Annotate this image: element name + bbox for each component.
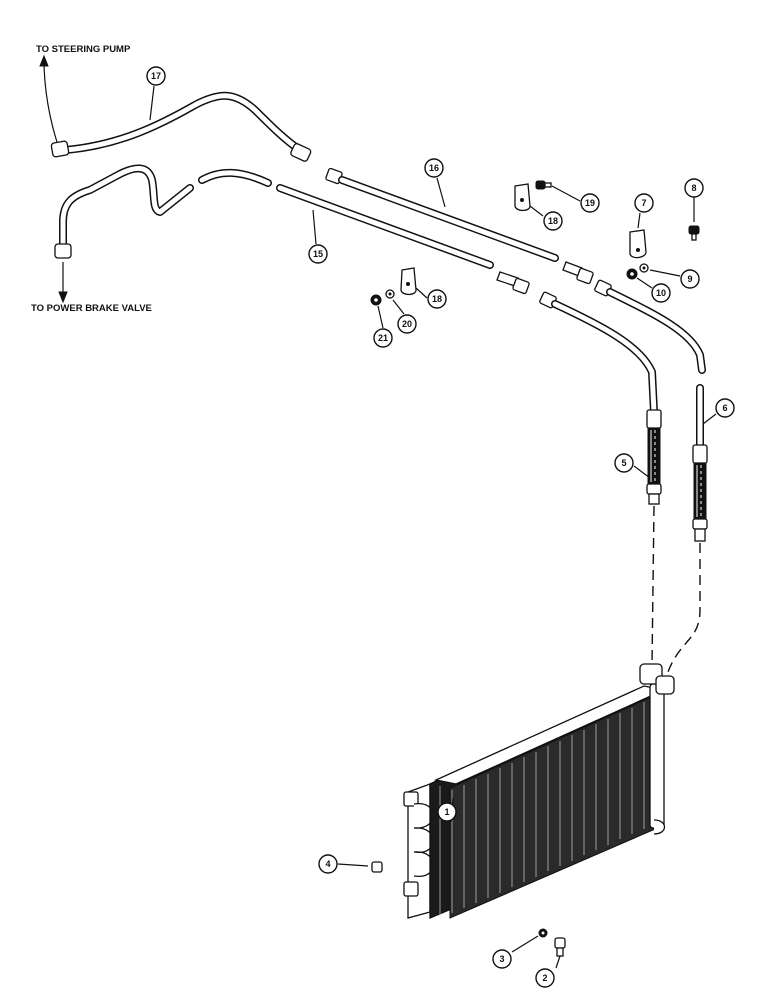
svg-text:3: 3 — [499, 954, 504, 964]
svg-text:8: 8 — [691, 183, 696, 193]
svg-text:16: 16 — [429, 163, 439, 173]
hose-5 — [646, 409, 662, 505]
callout-18-upper: 18 — [529, 205, 563, 231]
washer-20 — [385, 289, 395, 299]
svg-text:20: 20 — [402, 319, 412, 329]
callout-17: 17 — [146, 66, 166, 121]
svg-text:17: 17 — [151, 71, 161, 81]
steering-pump-label: TO STEERING PUMP — [36, 44, 131, 55]
callout-4: 4 — [318, 854, 369, 874]
svg-text:6: 6 — [722, 403, 727, 413]
callout-7: 7 — [634, 193, 654, 229]
power-brake-valve-arrow — [58, 262, 68, 304]
steering-pump-arrow — [39, 54, 58, 143]
tube-to-hose-5 — [539, 291, 658, 416]
tube-17 — [50, 91, 312, 162]
tube-to-hose-6 — [594, 279, 706, 449]
tube-15 — [276, 184, 530, 295]
tube-brake-nut — [54, 243, 72, 259]
hose-6 — [692, 444, 708, 542]
callout-20: 20 — [392, 299, 417, 334]
bolt-2 — [554, 937, 566, 957]
washer-9 — [639, 263, 649, 273]
tube-17-nut-left — [50, 140, 70, 158]
callout-2: 2 — [535, 955, 561, 988]
oil-cooler — [403, 663, 675, 919]
callout-6: 6 — [702, 398, 735, 425]
tube-17-nut-right — [290, 143, 312, 162]
callout-5: 5 — [614, 453, 651, 479]
clamp-18-upper — [514, 183, 531, 212]
callout-18-lower: 18 — [415, 287, 447, 309]
clamp-18-lower — [400, 267, 417, 296]
svg-text:7: 7 — [641, 198, 646, 208]
tube-16-nut — [576, 267, 594, 285]
dash-line-hose-5 — [651, 505, 655, 666]
callout-21: 21 — [373, 305, 393, 348]
tube-brake — [54, 164, 272, 259]
tube-15-nut — [512, 277, 530, 295]
svg-text:2: 2 — [542, 973, 547, 983]
callout-15: 15 — [308, 209, 328, 264]
dash-line-hose-6 — [667, 543, 701, 673]
callout-8: 8 — [684, 178, 704, 222]
svg-text:18: 18 — [432, 294, 442, 304]
bolt-19 — [535, 180, 552, 190]
callout-10: 10 — [636, 277, 671, 303]
callout-9: 9 — [649, 269, 700, 289]
callout-3: 3 — [492, 935, 539, 969]
svg-text:15: 15 — [313, 249, 323, 259]
callout-19: 19 — [551, 185, 600, 213]
svg-text:19: 19 — [585, 198, 595, 208]
svg-text:9: 9 — [687, 274, 692, 284]
bolt-8 — [688, 225, 700, 241]
washer-3 — [538, 928, 548, 938]
callout-16: 16 — [424, 158, 446, 208]
nut-21 — [370, 294, 382, 306]
svg-text:21: 21 — [378, 333, 388, 343]
svg-text:1: 1 — [444, 807, 449, 817]
power-brake-valve-label: TO POWER BRAKE VALVE — [31, 303, 152, 314]
nut-4 — [371, 861, 383, 873]
svg-text:4: 4 — [325, 859, 330, 869]
svg-text:18: 18 — [548, 216, 558, 226]
svg-text:5: 5 — [621, 458, 626, 468]
nut-10 — [626, 268, 638, 280]
svg-text:10: 10 — [656, 288, 666, 298]
tube-16 — [325, 167, 594, 285]
callout-1: 1 — [437, 797, 457, 823]
clamp-7 — [629, 229, 647, 259]
